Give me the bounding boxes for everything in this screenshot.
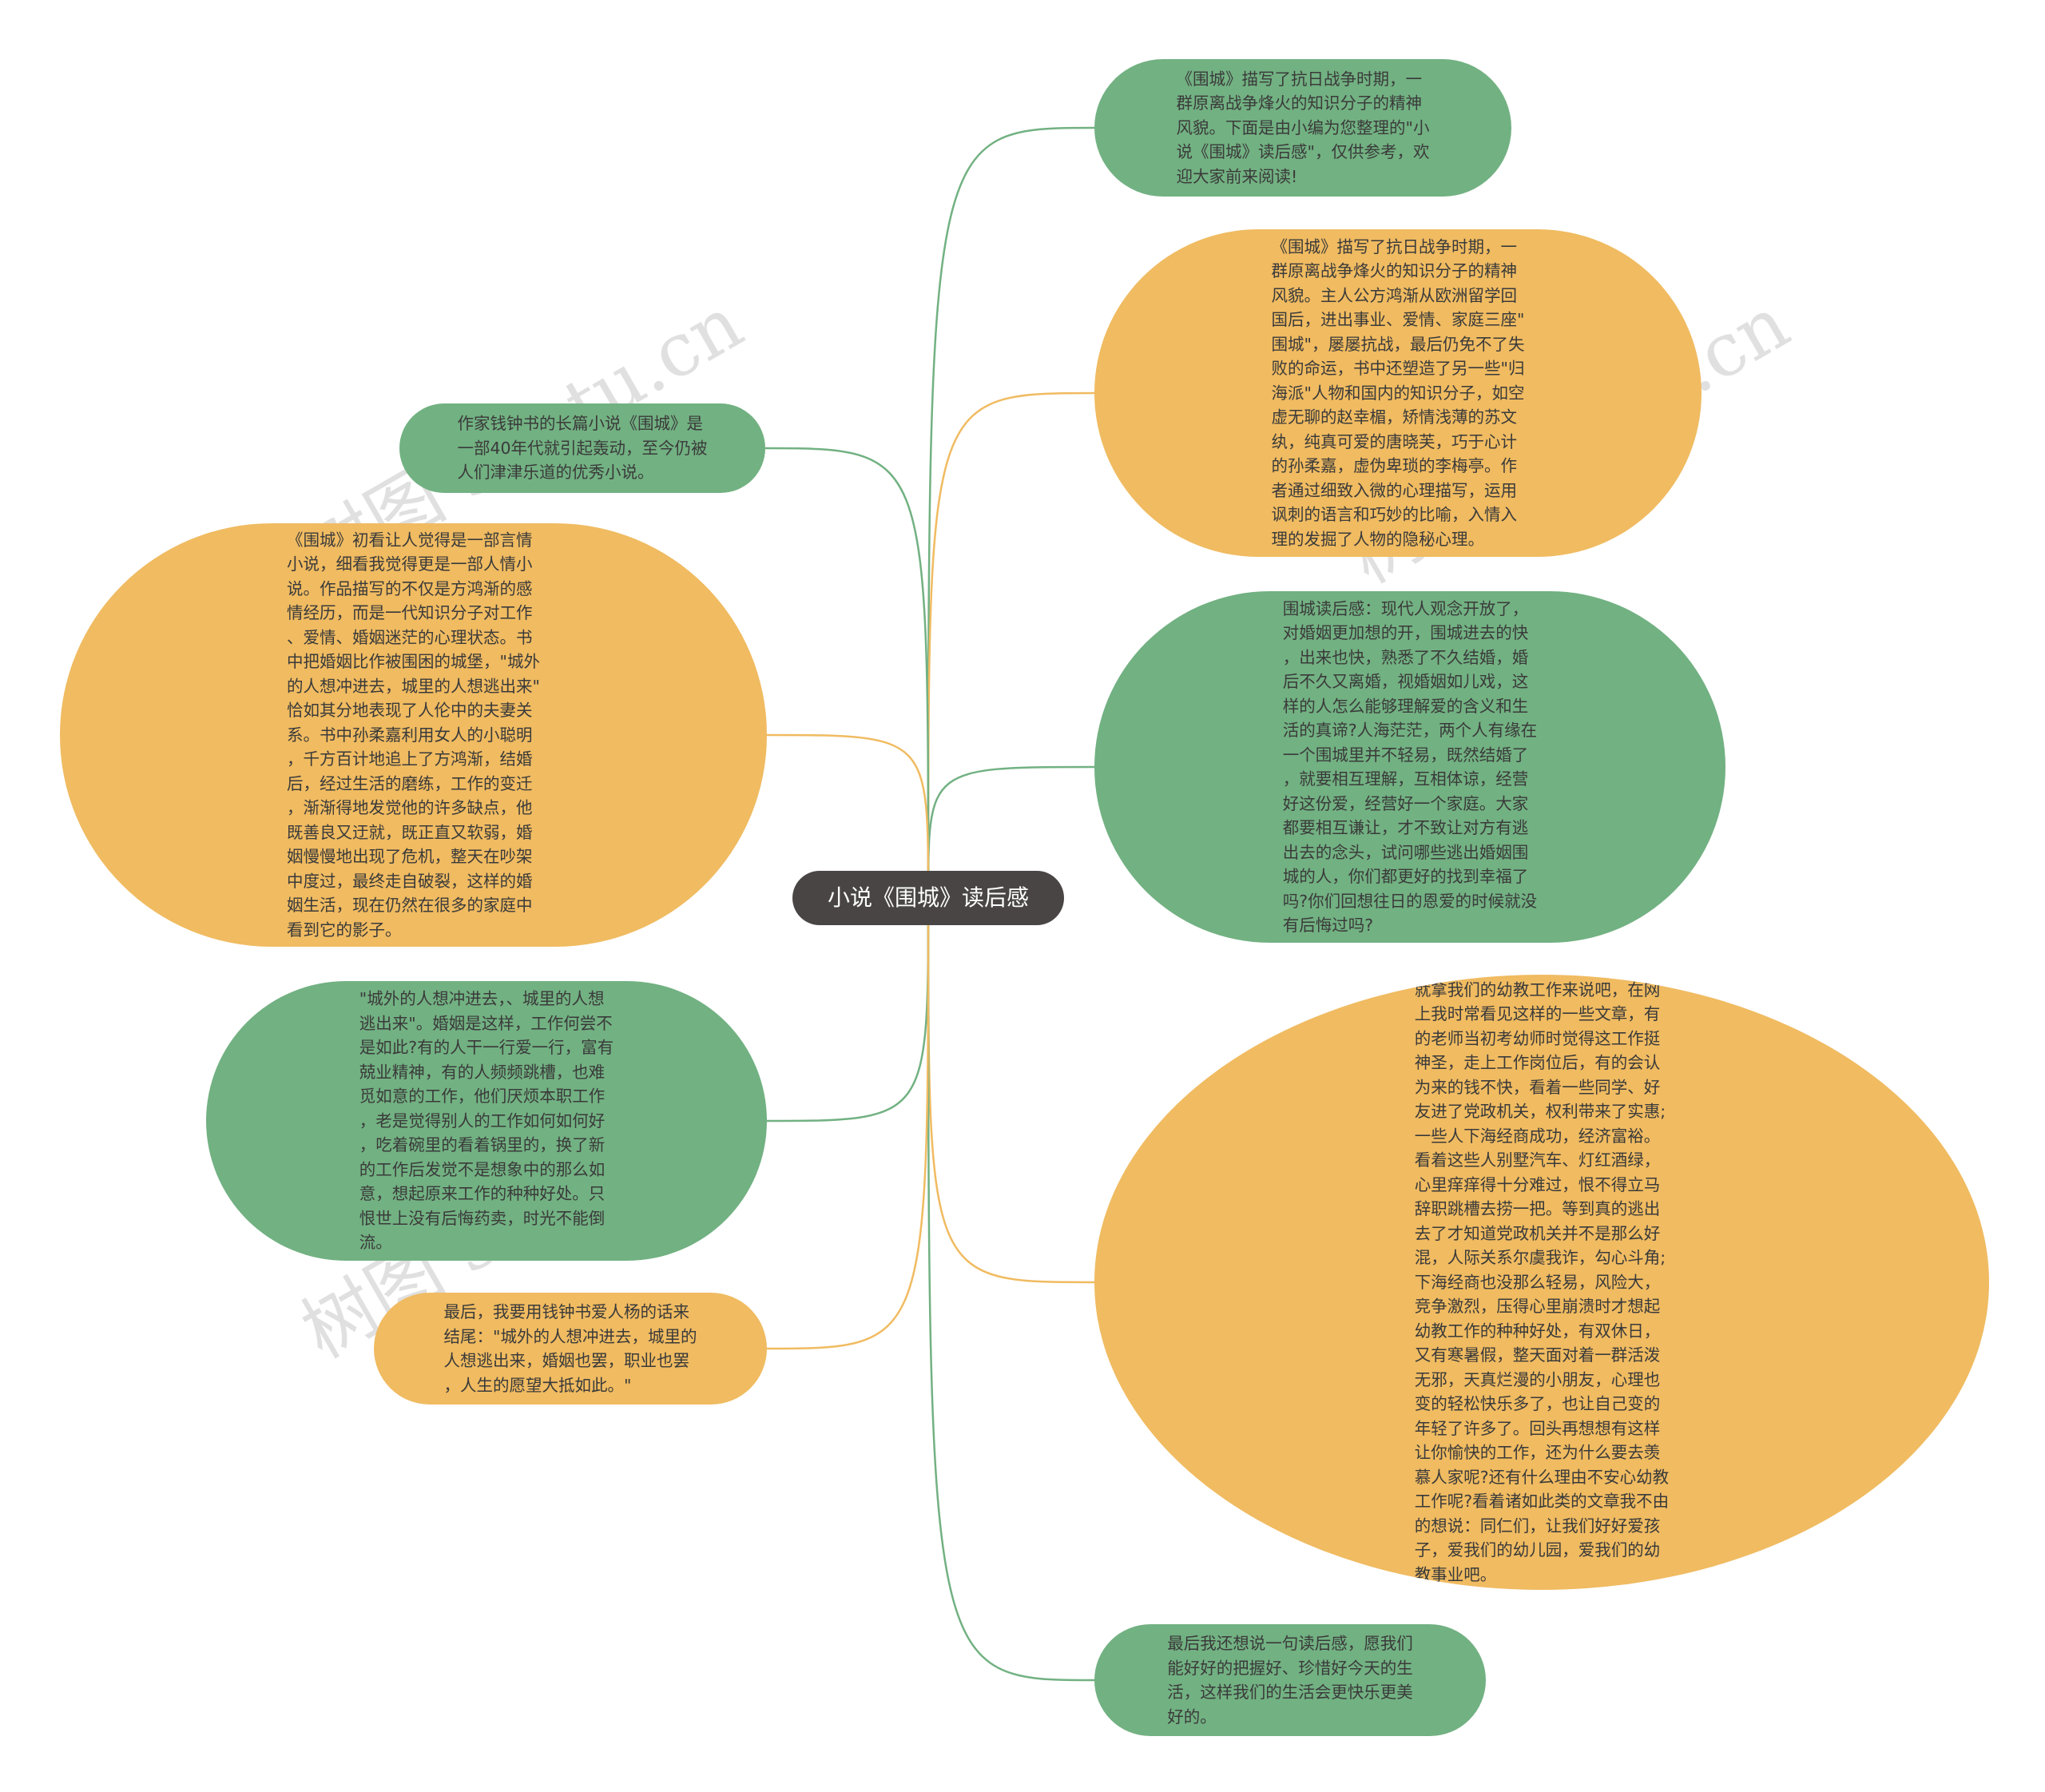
connector-line <box>766 733 930 899</box>
topic-node-text: 作家钱钟书的长篇小说《围城》是 一部40年代就引起轰动，至今仍被 人们津津乐道的… <box>457 414 708 483</box>
connector-line <box>766 897 930 1350</box>
topic-node-conclusion[interactable]: 最后，我要用钱钟书爱人杨的话来 结尾："城外的人想冲进去，城里的 人想逃出来，婚… <box>374 1293 767 1405</box>
connector-line <box>764 447 930 899</box>
topic-node-work[interactable]: "城外的人想冲进去，、城里的人想 逃出来"。婚姻是这样，工作何尝不 是如此?有的… <box>206 981 767 1261</box>
central-topic[interactable]: 小说《围城》读后感 <box>792 871 1064 925</box>
connector-line <box>927 897 1095 1284</box>
central-topic-label: 小说《围城》读后感 <box>827 884 1029 911</box>
topic-node-author[interactable]: 作家钱钟书的长篇小说《围城》是 一部40年代就引起轰动，至今仍被 人们津津乐道的… <box>399 403 765 493</box>
topic-node-marriage[interactable]: 围城读后感：现代人观念开放了， 对婚姻更加想的开，围城进去的快 ，出来也快，熟悉… <box>1094 591 1725 943</box>
connector-line <box>927 126 1095 899</box>
topic-node-text: 《围城》初看让人觉得是一部言情 小说，细看我觉得更是一部人情小 说。作品描写的不… <box>287 530 540 940</box>
topic-node-text: 围城读后感：现代人观念开放了， 对婚姻更加想的开，围城进去的快 ，出来也快，熟悉… <box>1282 598 1538 936</box>
topic-node-text: 《围城》描写了抗日战争时期，一 群原离战争烽火的知识分子的精神 风貌。下面是由小… <box>1176 69 1430 186</box>
connector-line <box>766 897 930 1122</box>
topic-node-text: "城外的人想冲进去，、城里的人想 逃出来"。婚姻是这样，工作何尝不 是如此?有的… <box>359 989 614 1253</box>
topic-node-summary[interactable]: 《围城》描写了抗日战争时期，一 群原离战争烽火的知识分子的精神 风貌。主人公方鸿… <box>1094 229 1702 557</box>
topic-node-text: 《围城》描写了抗日战争时期，一 群原离战争烽火的知识分子的精神 风貌。主人公方鸿… <box>1271 236 1525 549</box>
topic-node-closing-wish[interactable]: 最后我还想说一句读后感，愿我们 能好好的把握好、珍惜好今天的生 活，这样我们的生… <box>1094 1624 1486 1736</box>
connector-line <box>927 897 1095 1682</box>
topic-node-kindergarten[interactable]: 就拿我们的幼教工作来说吧，在网 上我时常看见这样的一些文章，有 的老师当初考幼师… <box>1094 975 1989 1590</box>
connector-line <box>927 391 1095 899</box>
topic-node-text: 最后我还想说一句读后感，愿我们 能好好的把握好、珍惜好今天的生 活，这样我们的生… <box>1167 1634 1413 1726</box>
topic-node-intro[interactable]: 《围城》描写了抗日战争时期，一 群原离战争烽火的知识分子的精神 风貌。下面是由小… <box>1094 59 1511 197</box>
topic-node-first-impression[interactable]: 《围城》初看让人觉得是一部言情 小说，细看我觉得更是一部人情小 说。作品描写的不… <box>60 523 767 947</box>
topic-node-text: 最后，我要用钱钟书爱人杨的话来 结尾："城外的人想冲进去，城里的 人想逃出来，婚… <box>443 1302 697 1395</box>
topic-node-text: 就拿我们的幼教工作来说吧，在网 上我时常看见这样的一些文章，有 的老师当初考幼师… <box>1414 979 1670 1584</box>
